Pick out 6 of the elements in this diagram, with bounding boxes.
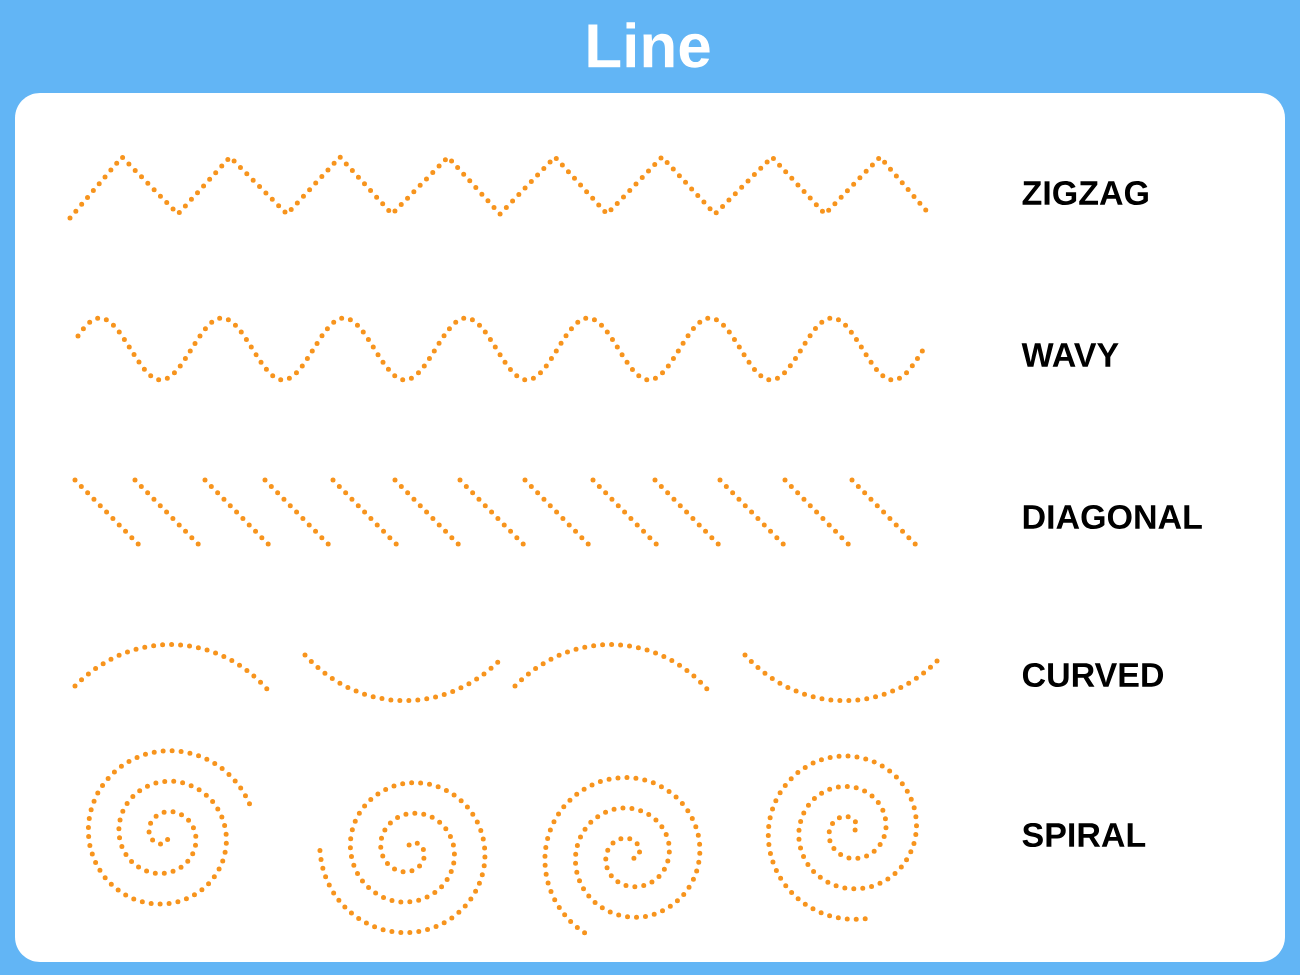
- line-type-label: DIAGONAL: [1023, 504, 1202, 530]
- line-type-label: CURVED: [1022, 662, 1164, 688]
- line-type-label: ZIGZAG: [1022, 180, 1148, 206]
- line-type-label: SPIRAL: [1022, 822, 1146, 848]
- line-type-label: WAVY: [1021, 343, 1119, 367]
- title: Line: [588, 22, 710, 68]
